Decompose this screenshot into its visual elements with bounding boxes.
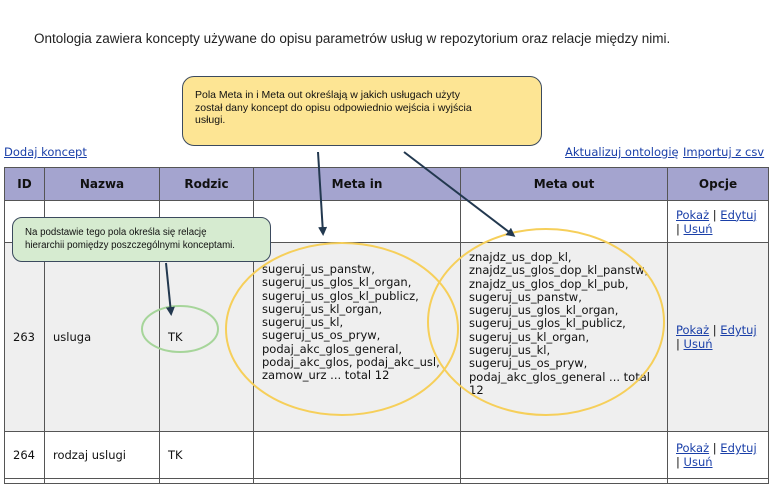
table-row: 264 rodzaj uslugi TK Pokaż | Edytuj | Us… <box>4 431 769 479</box>
cell-options: Pokaż | Edytuj | Usuń <box>667 242 769 432</box>
col-meta-in-header: Meta in <box>253 167 461 201</box>
table-row: 263 usluga TK sugeruj_us_panstw, sugeruj… <box>4 242 769 432</box>
separator: | <box>676 337 680 351</box>
separator: | <box>676 455 680 469</box>
show-link[interactable]: Pokaż <box>676 323 710 337</box>
cell-meta-in <box>253 431 461 479</box>
meta-in-item: sugeruj_us_kl_organ, <box>262 301 383 316</box>
cell-meta-out: znajdz_us_dop_kl, znajdz_us_glos_dop_kl_… <box>460 242 668 432</box>
cell-meta-out <box>460 200 668 243</box>
callout-line: został dany koncept do opisu odpowiednio… <box>195 101 472 114</box>
delete-link[interactable]: Usuń <box>683 221 713 236</box>
meta-out-item: sugeruj_us_panstw, <box>469 289 582 304</box>
cell-empty <box>159 478 254 484</box>
meta-out-item: sugeruj_us_glos_kl_publicz, <box>469 316 626 331</box>
cell-options: Pokaż | Edytuj | Usuń <box>667 200 769 243</box>
cell-meta-in <box>253 200 461 243</box>
cell-name: usluga <box>44 242 160 432</box>
callout-line: Pola Meta in i Meta out określają w jaki… <box>195 89 460 101</box>
separator: | <box>712 207 717 222</box>
callout-line: hierarchii pomiędzy poszczególnymi konce… <box>25 239 235 251</box>
edit-link[interactable]: Edytuj <box>720 323 757 337</box>
concepts-table: ID Nazwa Rodzic Meta in Meta out Opcje P… <box>4 167 769 484</box>
separator: | <box>712 441 717 455</box>
cell-name: rodzaj uslugi <box>44 431 160 479</box>
meta-in-item: sugeruj_us_kl, <box>262 315 344 330</box>
meta-out-item: sugeruj_us_kl, <box>469 343 551 358</box>
col-name-header: Nazwa <box>44 167 160 201</box>
edit-link[interactable]: Edytuj <box>720 207 757 222</box>
meta-out-item: sugeruj_us_os_pryw, <box>469 356 588 371</box>
meta-in-item: zamow_urz ... total 12 <box>262 368 390 383</box>
table-row <box>4 478 769 484</box>
add-concept-link[interactable]: Dodaj koncept <box>4 145 87 159</box>
meta-in-item: sugeruj_us_os_pryw, <box>262 328 381 343</box>
callout-line: usługi. <box>195 114 226 126</box>
cell-options: Pokaż | Edytuj | Usuń <box>667 431 769 479</box>
meta-out-item: 12 <box>469 382 484 397</box>
col-parent-header: Rodzic <box>159 167 254 201</box>
import-csv-link[interactable]: Importuj z csv <box>683 145 765 159</box>
meta-in-item: podaj_akc_glos, podaj_akc_usl, <box>262 355 440 370</box>
delete-link[interactable]: Usuń <box>683 455 713 469</box>
cell-meta-in: sugeruj_us_panstw, sugeruj_us_glos_kl_or… <box>253 242 461 432</box>
meta-in-item: sugeruj_us_glos_kl_publicz, <box>262 288 419 303</box>
separator: | <box>712 323 717 337</box>
cell-empty <box>667 478 769 484</box>
meta-out-item: podaj_akc_glos_general ... total <box>469 369 650 384</box>
meta-out-item: znajdz_us_glos_dop_kl_panstw, <box>469 263 649 278</box>
meta-out-item: znajdz_us_dop_kl, <box>469 251 572 264</box>
show-link[interactable]: Pokaż <box>676 207 710 222</box>
cell-parent: TK <box>159 431 254 479</box>
show-link[interactable]: Pokaż <box>676 441 710 455</box>
cell-parent: TK <box>159 242 254 432</box>
meta-out-item: sugeruj_us_glos_kl_organ, <box>469 303 619 318</box>
col-options-header: Opcje <box>667 167 769 201</box>
cell-id: 263 <box>4 242 45 432</box>
edit-link[interactable]: Edytuj <box>720 441 757 455</box>
cell-id: 264 <box>4 431 45 479</box>
meta-in-item: podaj_akc_glos_general, <box>262 341 403 356</box>
col-id-header: ID <box>4 167 45 201</box>
meta-out-item: znajdz_us_glos_dop_kl_pub, <box>469 276 629 291</box>
separator: | <box>676 221 680 236</box>
cell-meta-out <box>460 431 668 479</box>
cell-empty <box>460 478 668 484</box>
meta-fields-callout: Pola Meta in i Meta out określają w jaki… <box>182 76 542 146</box>
intro-text: Ontologia zawiera koncepty używane do op… <box>34 31 671 46</box>
meta-in-item: sugeruj_us_glos_kl_organ, <box>262 275 412 290</box>
meta-out-item: sugeruj_us_kl_organ, <box>469 329 590 344</box>
meta-in-item: sugeruj_us_panstw, <box>262 263 375 276</box>
table-header-row: ID Nazwa Rodzic Meta in Meta out Opcje <box>4 167 769 201</box>
parent-field-callout: Na podstawie tego pola określa się relac… <box>12 217 271 262</box>
update-ontology-link[interactable]: Aktualizuj ontologię <box>565 145 679 159</box>
cell-empty <box>253 478 461 484</box>
delete-link[interactable]: Usuń <box>683 337 713 351</box>
col-meta-out-header: Meta out <box>460 167 668 201</box>
callout-line: Na podstawie tego pola określa się relac… <box>25 227 207 238</box>
cell-empty <box>44 478 160 484</box>
cell-empty <box>4 478 45 484</box>
